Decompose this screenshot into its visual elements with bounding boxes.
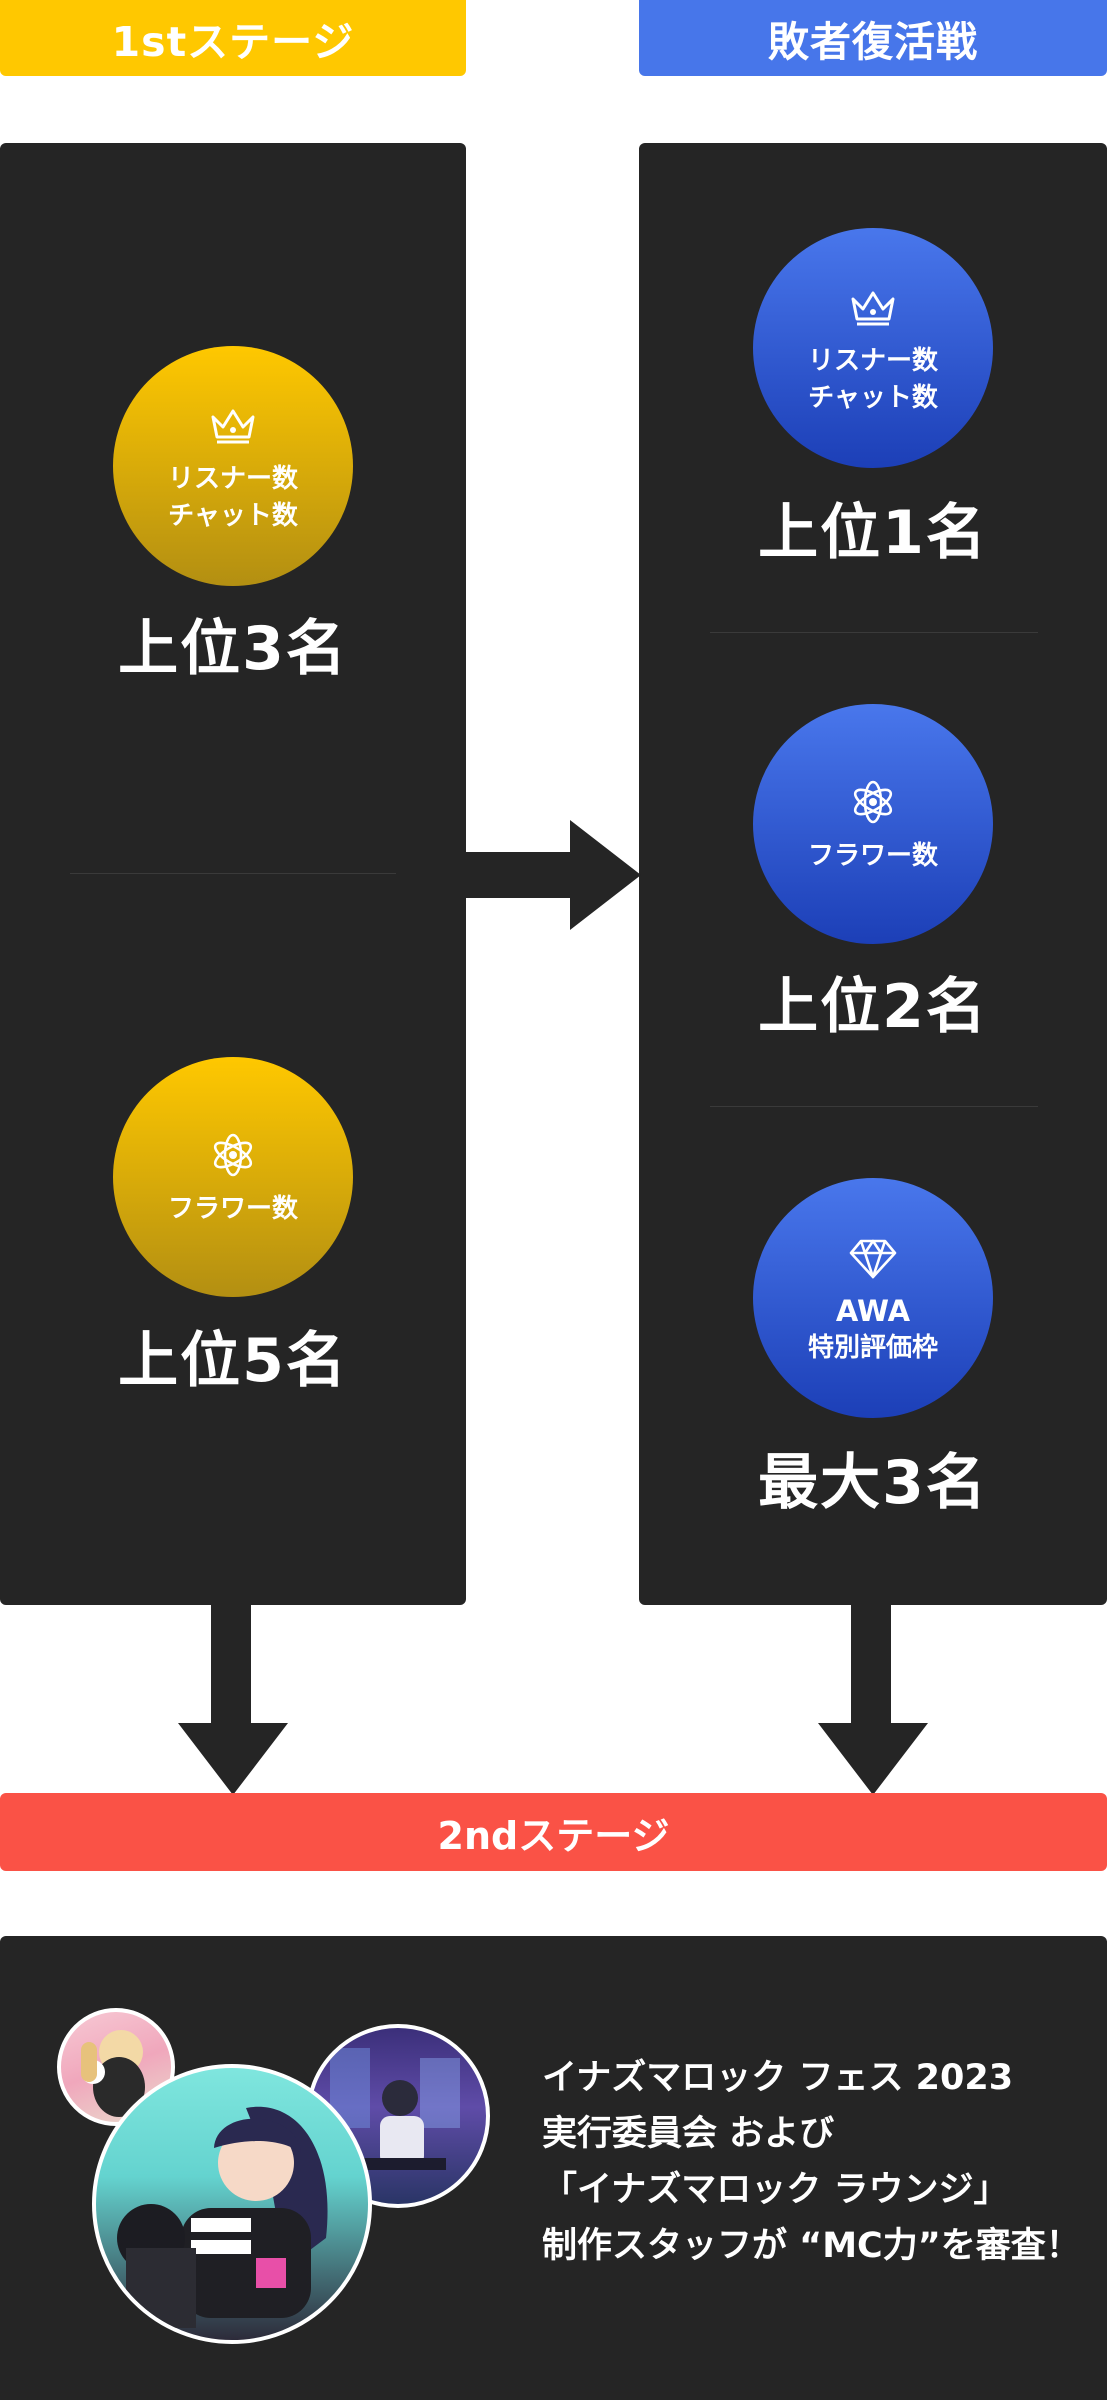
- revival-header: 敗者復活戦: [639, 0, 1107, 76]
- revival-listener-chat-circle: リスナー数 チャット数: [753, 228, 993, 468]
- revival-divider: [710, 1106, 1038, 1107]
- revival-rank-top2: 上位2名: [758, 972, 988, 1042]
- judges-description: イナズマロック フェス 2023 実行委員会 および 「イナズマロック ラウンジ…: [542, 2050, 1082, 2274]
- metric-label-line: リスナー数: [167, 464, 298, 494]
- stage1-rank-top5: 上位5名: [118, 1326, 348, 1396]
- metric-label-line: チャット数: [168, 501, 298, 531]
- crown-icon: [845, 279, 901, 335]
- stage1-header: 1stステージ: [0, 0, 466, 76]
- stage1-rank-top3: 上位3名: [118, 614, 348, 684]
- judges-line: 制作スタッフが “MC力”を審査！: [542, 2226, 1081, 2266]
- judges-line: 実行委員会 および: [542, 2114, 835, 2154]
- stage1-divider: [70, 873, 396, 874]
- arrow-down-left: [178, 1605, 288, 1795]
- flower-icon: [845, 774, 901, 830]
- diamond-icon: [845, 1229, 901, 1285]
- revival-rank-top1: 上位1名: [758, 498, 988, 568]
- judges-line: 「イナズマロック ラウンジ」: [542, 2170, 1009, 2210]
- judges-line: イナズマロック フェス 2023: [542, 2058, 1014, 2098]
- revival-flower-circle: フラワー数: [753, 704, 993, 944]
- crown-icon: [205, 397, 261, 453]
- metric-label-line: リスナー数: [807, 346, 938, 376]
- revival-rank-max3: 最大3名: [758, 1448, 988, 1518]
- revival-awa-circle: AWA 特別評価枠: [753, 1178, 993, 1418]
- stage1-listener-chat-circle: リスナー数 チャット数: [113, 346, 353, 586]
- avatar-main-character: [92, 2064, 372, 2344]
- revival-divider: [710, 632, 1038, 633]
- stage1-flower-circle: フラワー数: [113, 1057, 353, 1297]
- flower-icon: [205, 1127, 261, 1183]
- stage2-bar: 2ndステージ: [0, 1793, 1107, 1871]
- arrow-right: [466, 820, 641, 930]
- arrow-down-right: [818, 1605, 928, 1795]
- metric-label-line: AWA: [835, 1294, 911, 1328]
- metric-label-line: 特別評価枠: [807, 1333, 938, 1363]
- metric-label-line: フラワー数: [167, 1193, 298, 1224]
- metric-label-line: チャット数: [808, 383, 938, 413]
- metric-label-line: フラワー数: [807, 840, 938, 871]
